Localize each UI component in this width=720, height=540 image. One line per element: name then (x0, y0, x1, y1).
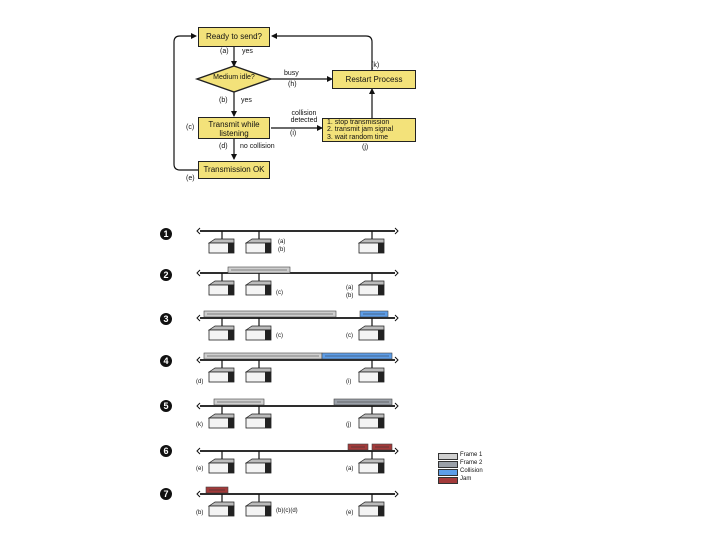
s2-note-a: (a) (346, 285, 354, 291)
label-no-collision: no collision (240, 143, 275, 150)
bus-end-left-6 (196, 447, 201, 455)
bus-end-right-3 (394, 314, 399, 322)
s3-note-c1: (c) (276, 333, 283, 339)
s1-note-a: (a) (278, 239, 286, 245)
bus-end-left-4 (196, 356, 201, 364)
collision-step-2: 2. transmit jam signal (327, 126, 394, 134)
step-2-marker: 2 (160, 269, 172, 281)
label-yes-1: yes (242, 48, 253, 55)
s6-note-e: (e) (196, 466, 204, 472)
bus-end-left-2 (196, 269, 201, 277)
s5-note-j: (j) (346, 422, 352, 428)
s1-note-b: (b) (278, 247, 286, 253)
bus-end-right-6 (394, 447, 399, 455)
bus-end-left-7 (196, 490, 201, 498)
legend-label-frame2: Frame 2 (460, 460, 483, 466)
computer-icon (357, 458, 385, 474)
computer-icon (207, 238, 235, 254)
computer-icon (357, 325, 385, 341)
label-collision-detected: collision detected (290, 110, 318, 124)
s3-note-c2: (c) (346, 333, 353, 339)
medium-idle-label: Medium idle? (213, 74, 255, 81)
bus-end-right-7 (394, 490, 399, 498)
step-4-marker: 4 (160, 355, 172, 367)
label-busy: busy (284, 70, 299, 77)
step-6-marker: 6 (160, 445, 172, 457)
transmit-while-listening-box: Transmit while listening (198, 117, 270, 139)
bus-end-right-4 (394, 356, 399, 364)
bus-end-left-5 (196, 402, 201, 410)
computer-icon (207, 501, 235, 517)
label-i: (i) (290, 130, 297, 137)
computer-icon (207, 413, 235, 429)
computer-icon (244, 280, 272, 296)
computer-icon (244, 367, 272, 383)
computer-icon (244, 238, 272, 254)
step-3-marker: 3 (160, 313, 172, 325)
s5-note-k: (k) (196, 422, 203, 428)
collision-step-1: 1. stop transmission (327, 119, 390, 126)
legend-label-collision: Collision (460, 468, 483, 474)
computer-icon (244, 458, 272, 474)
legend-label-frame1: Frame 1 (460, 452, 483, 458)
computer-icon (244, 325, 272, 341)
transmission-ok-box: Transmission OK (198, 161, 270, 179)
computer-icon (357, 413, 385, 429)
bus-end-right-5 (394, 402, 399, 410)
s7-note-bcd: (b)(c)(d) (276, 508, 298, 514)
computer-icon (357, 280, 385, 296)
computer-icon (357, 238, 385, 254)
label-d: (d) (219, 143, 228, 150)
computer-icon (244, 413, 272, 429)
legend-swatch-frame2 (438, 461, 458, 468)
label-a: (a) (220, 48, 229, 55)
bus-end-right-1 (394, 227, 399, 235)
computer-icon (244, 501, 272, 517)
s6-note-a: (a) (346, 466, 354, 472)
computer-icon (207, 367, 235, 383)
label-h: (h) (288, 81, 297, 88)
legend: Frame 1 Frame 2 Collision Jam (438, 452, 508, 486)
s7-note-e: (e) (346, 510, 354, 516)
collision-step-3: 3. wait random time (327, 133, 389, 141)
computer-icon (207, 325, 235, 341)
bus-end-right-2 (394, 269, 399, 277)
computer-icon (207, 458, 235, 474)
ready-to-send-box: Ready to send? (198, 27, 270, 47)
s4-note-i: (i) (346, 379, 352, 385)
bus-end-left-1 (196, 227, 201, 235)
label-j: (j) (362, 144, 369, 151)
step-7-marker: 7 (160, 488, 172, 500)
label-e: (e) (186, 175, 195, 182)
s2-note-c: (c) (276, 290, 283, 296)
step-5-marker: 5 (160, 400, 172, 412)
s2-note-b: (b) (346, 293, 354, 299)
legend-label-jam: Jam (460, 476, 472, 482)
medium-idle-diamond (194, 65, 274, 93)
computer-icon (357, 367, 385, 383)
legend-swatch-frame1 (438, 453, 458, 460)
step-1-marker: 1 (160, 228, 172, 240)
legend-swatch-collision (438, 469, 458, 476)
collision-steps-box: 1. stop transmission 2. transmit jam sig… (322, 118, 416, 142)
s7-note-b: (b) (196, 510, 204, 516)
label-yes-2: yes (241, 97, 252, 104)
restart-process-box: Restart Process (332, 70, 416, 89)
label-b: (b) (219, 97, 228, 104)
computer-icon (207, 280, 235, 296)
bus-end-left-3 (196, 314, 201, 322)
label-k: (k) (371, 62, 380, 69)
legend-swatch-jam (438, 477, 458, 484)
label-c: (c) (186, 124, 195, 131)
s4-note-d: (d) (196, 379, 204, 385)
computer-icon (357, 501, 385, 517)
